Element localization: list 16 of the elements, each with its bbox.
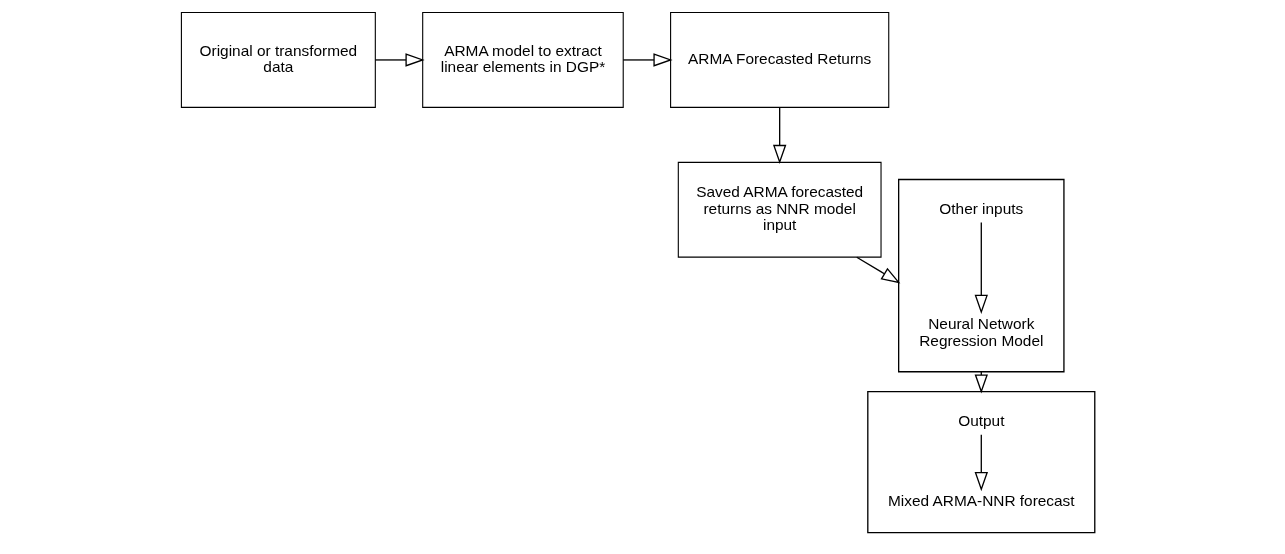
node-text: Output — [958, 411, 1005, 429]
cluster — [867, 390, 1096, 534]
node-box: ARMA model to extract linear elements in DGP* — [422, 12, 624, 108]
arrow — [622, 53, 673, 67]
arrow — [772, 106, 787, 165]
arrow — [974, 221, 988, 314]
node-box: ARMA Forecasted Returns — [670, 12, 890, 108]
node-text: Neural Network Regression Model — [919, 315, 1044, 349]
node-text: Other inputs — [939, 199, 1024, 217]
node-box: Original or transformed data — [180, 12, 376, 108]
arrow — [856, 256, 901, 284]
arrow — [974, 434, 988, 492]
arrow — [374, 53, 425, 67]
cluster — [898, 178, 1065, 373]
node-box: Saved ARMA forecasted returns as NNR model input — [677, 161, 882, 258]
node-text: Mixed ARMA-NNR forecast — [887, 492, 1075, 510]
